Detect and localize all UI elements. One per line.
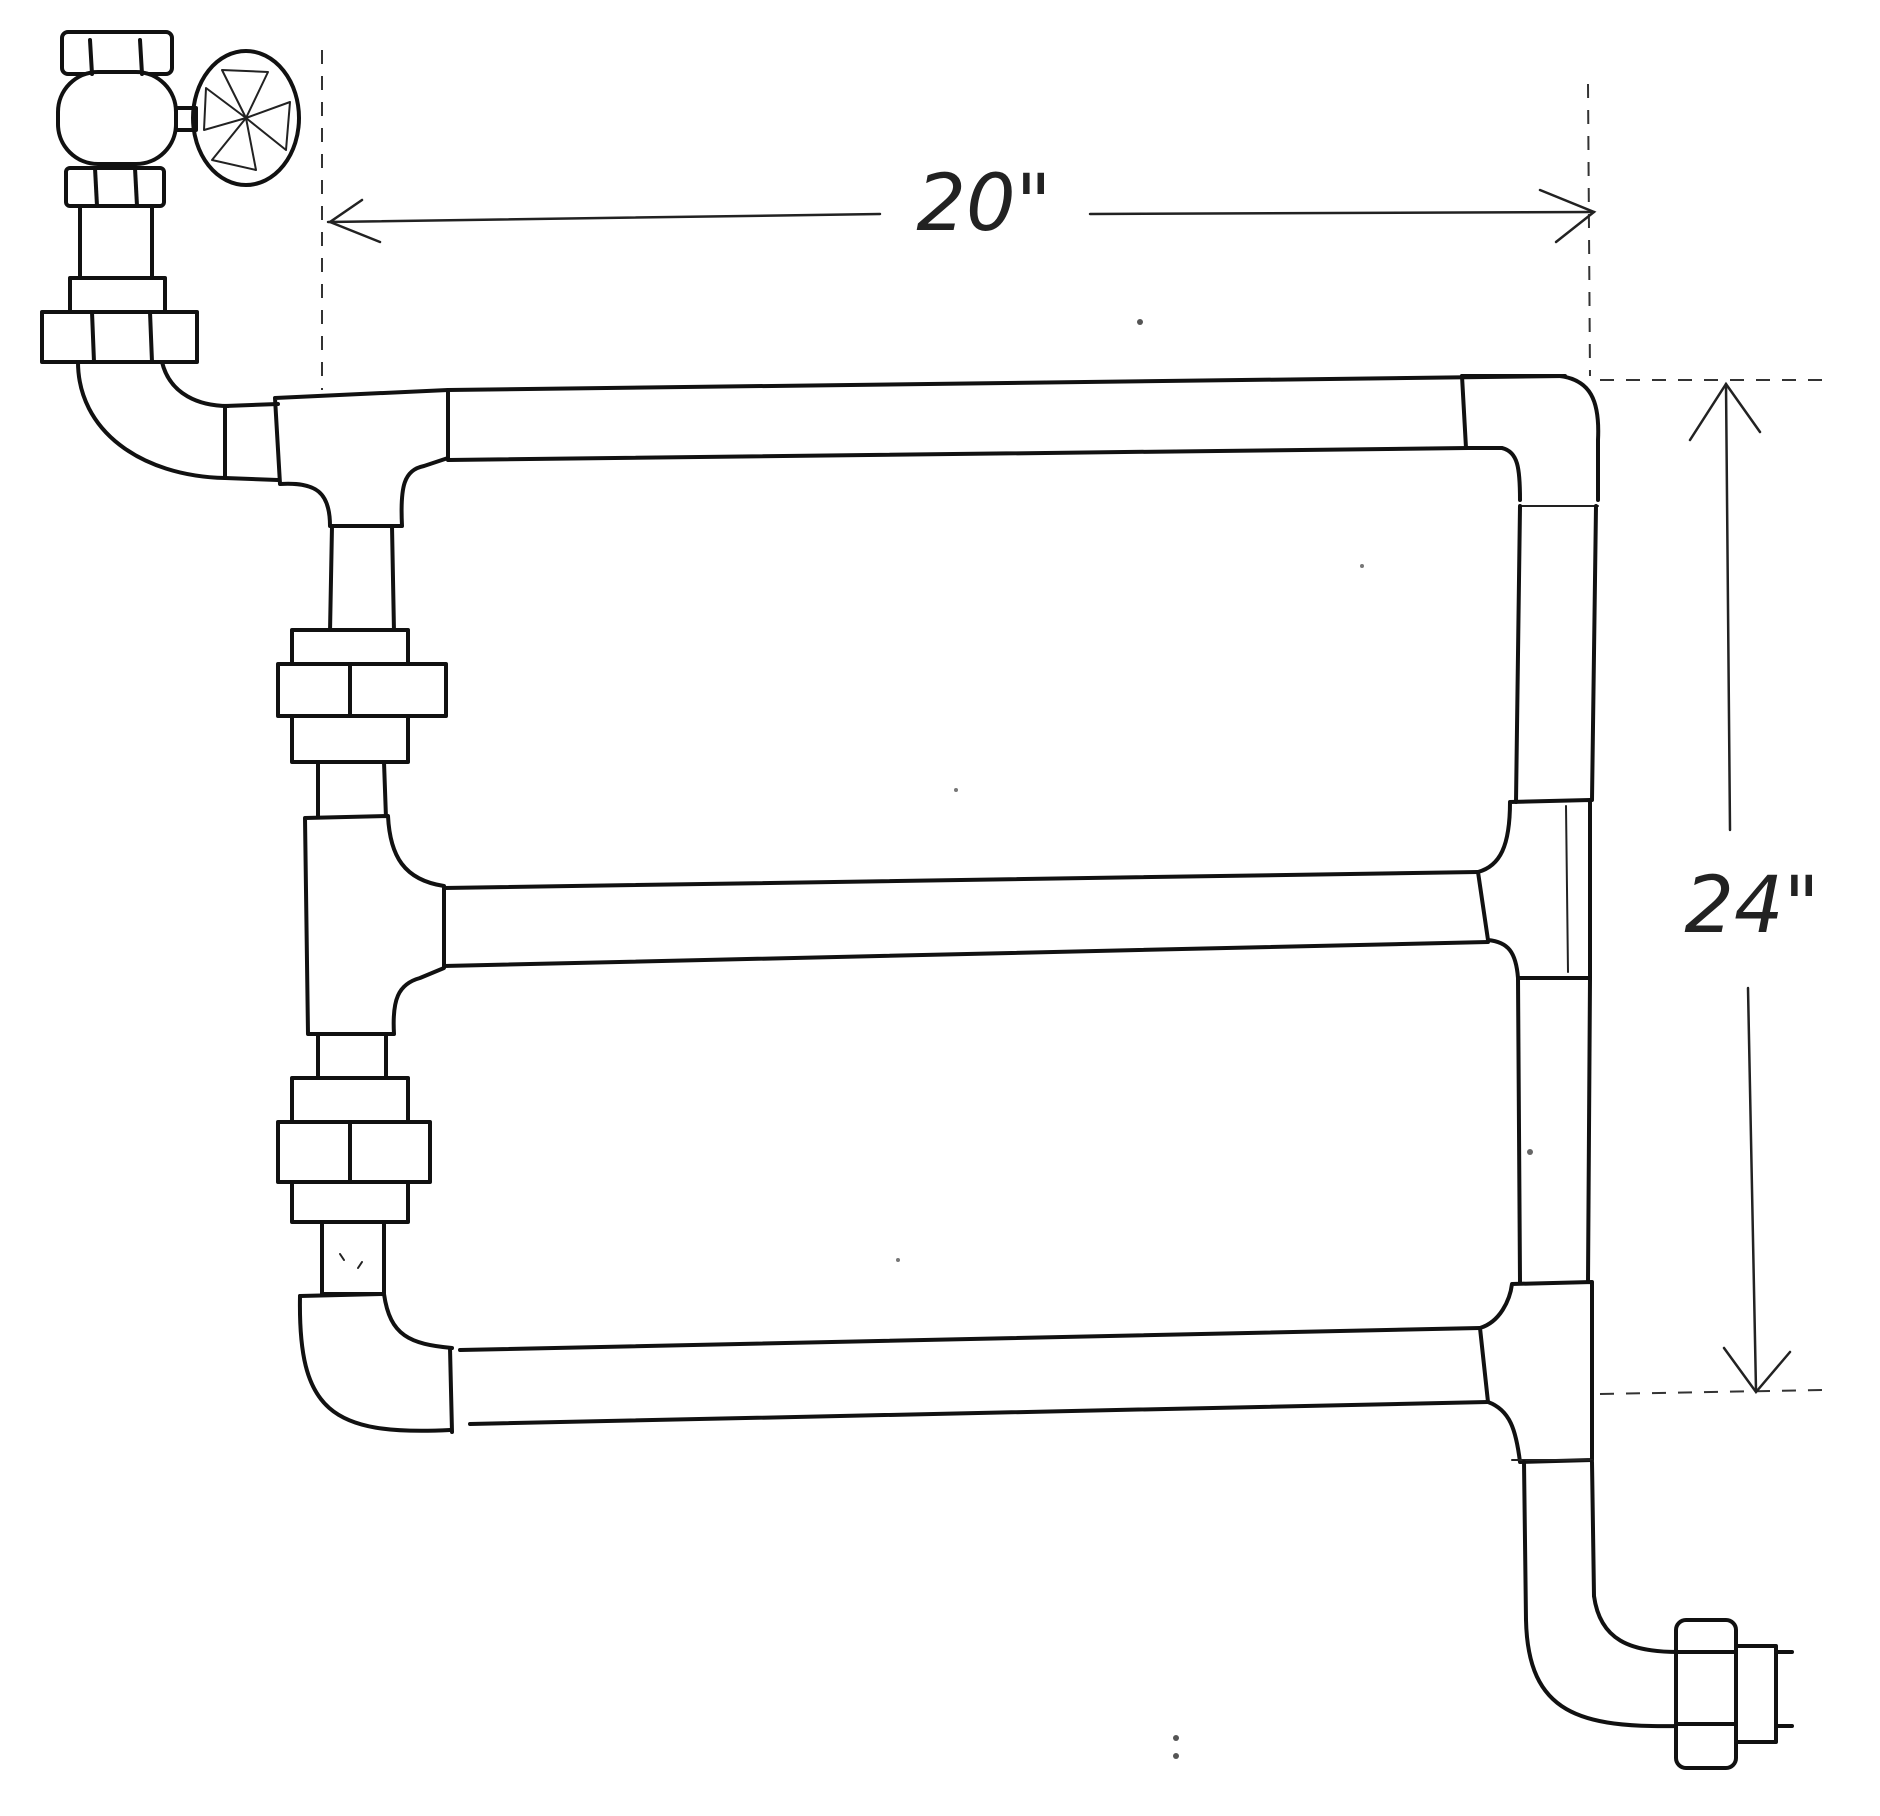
top-right-elbow — [1460, 374, 1601, 507]
valve-handwheel — [174, 49, 301, 187]
middle-left-tee — [303, 814, 446, 1036]
bottom-right-tee — [1478, 1280, 1594, 1464]
lower-union — [276, 1076, 432, 1224]
middle-pipe — [442, 870, 1490, 968]
bottom-left-elbow — [297, 1292, 454, 1434]
middle-right-tee — [1476, 798, 1592, 980]
bottom-pipe — [458, 1326, 1490, 1426]
left-upper-nipple — [328, 524, 396, 634]
right-lower-riser — [1516, 976, 1592, 1284]
drain-drop — [1522, 1460, 1682, 1729]
top-left-elbow — [76, 360, 230, 480]
height-dimension-label: 24" — [1684, 861, 1819, 951]
left-lower-nipple — [316, 1032, 388, 1082]
outlet-fitting — [1674, 1618, 1794, 1770]
right-upper-riser — [1514, 504, 1598, 804]
paper-specks — [896, 319, 1533, 1759]
upper-union — [276, 628, 448, 764]
top-tee — [223, 388, 450, 528]
left-mid-nipple — [316, 760, 388, 820]
width-dimension — [321, 50, 1597, 390]
height-dimension — [1599, 379, 1830, 1395]
gate-valve — [40, 30, 199, 364]
width-dimension-label: 20" — [916, 159, 1051, 249]
left-bottom-nipple — [320, 1220, 386, 1296]
top-pipe — [446, 374, 1567, 462]
